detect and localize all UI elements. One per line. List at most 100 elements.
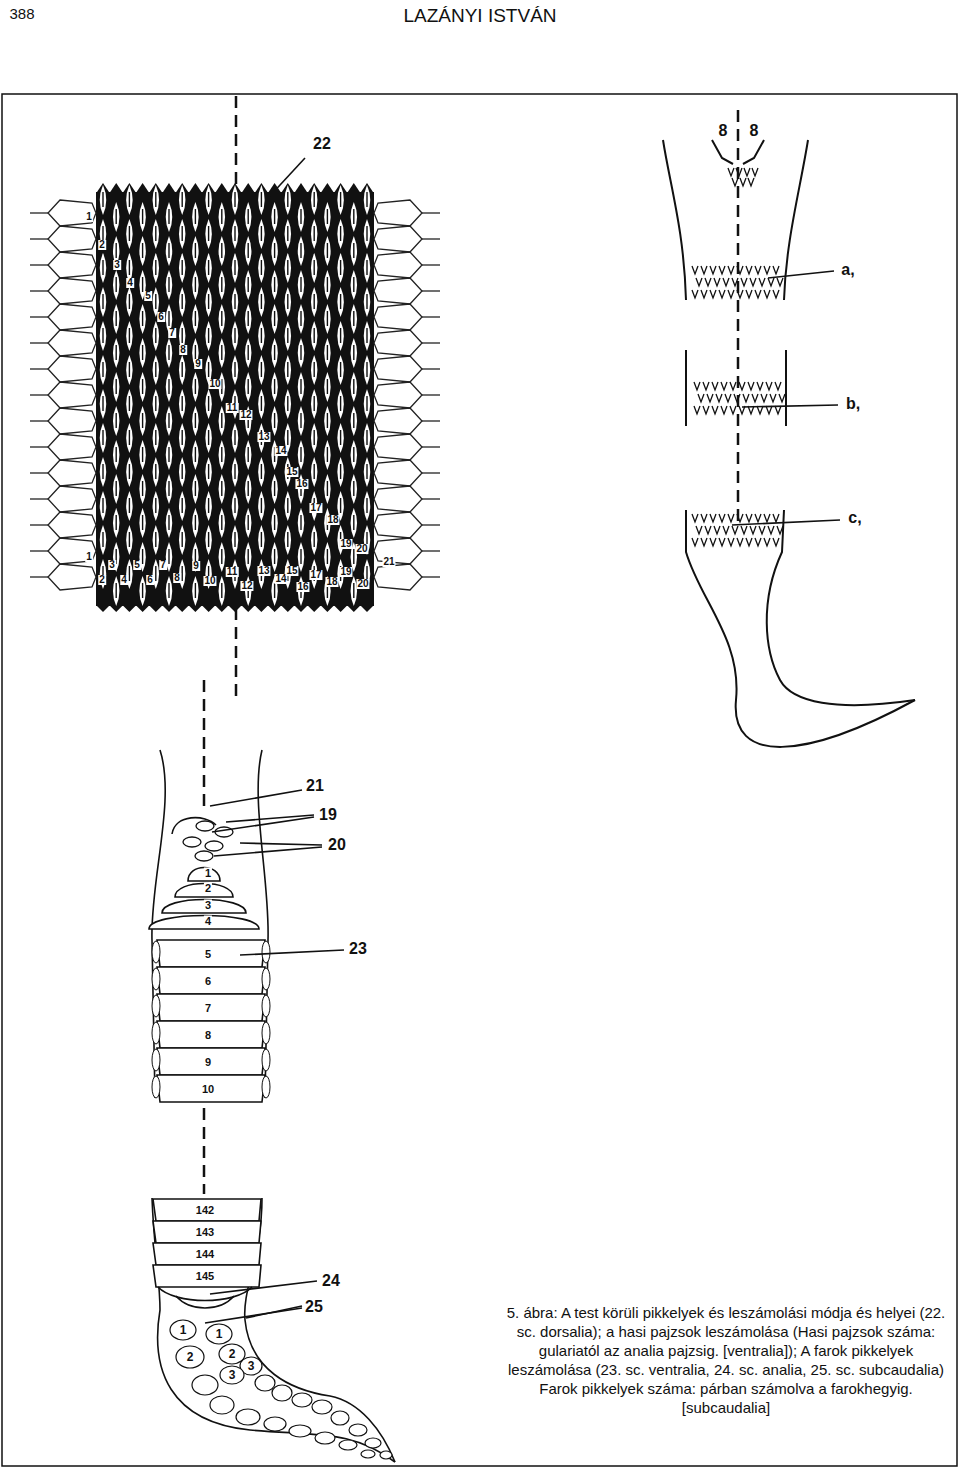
- callout-number: 10: [203, 576, 216, 586]
- dorsal-scale: [192, 270, 199, 300]
- side-scale: [152, 941, 160, 963]
- dorsal-scale: [113, 270, 120, 300]
- scale-keel: [142, 379, 143, 394]
- dorsal-scale: [364, 287, 371, 317]
- gular-plate: [162, 900, 246, 914]
- scale-mark: [728, 168, 734, 176]
- scale-mark: [723, 526, 729, 534]
- dorsal-scale: [245, 236, 252, 266]
- dorsal-scale: [285, 525, 292, 555]
- dorsal-scale: [324, 440, 331, 470]
- head-outline: [743, 140, 764, 164]
- scale-mark: [764, 290, 770, 298]
- dorsal-scale: [324, 542, 331, 572]
- scale-keel: [168, 345, 169, 360]
- scale-tip: [203, 606, 215, 612]
- scale-keel: [366, 464, 367, 479]
- scale-mark: [748, 178, 754, 186]
- scale-keel: [129, 362, 130, 377]
- cell-line: [422, 238, 440, 239]
- scale-tip: [229, 606, 241, 612]
- callout-number: 3: [113, 260, 121, 270]
- side-scale: [262, 995, 270, 1017]
- scale-keel: [327, 209, 328, 224]
- dorsal-scale: [192, 576, 199, 606]
- scale-keel: [353, 311, 354, 326]
- scale-keel: [142, 583, 143, 598]
- dorsal-scale: [324, 202, 331, 232]
- subcaudal-scale: [176, 1346, 204, 1368]
- scale-keel: [300, 209, 301, 224]
- tail-outline: [245, 1198, 395, 1462]
- callout-number: 11: [226, 567, 239, 577]
- scale-ground: [96, 192, 374, 606]
- callout-number: 2: [186, 1351, 195, 1363]
- scale-mark: [703, 382, 709, 390]
- cell-line: [30, 394, 48, 395]
- scale-keel: [261, 260, 262, 275]
- dorsal-scale: [139, 304, 146, 334]
- callout-number: 4: [204, 916, 212, 927]
- dorsal-scale: [100, 355, 107, 385]
- head-outline: [712, 140, 733, 164]
- subcaudal-scale: [192, 1375, 218, 1395]
- subcaudal-scale: [380, 1451, 392, 1459]
- dorsal-scale: [351, 508, 358, 538]
- dorsal-scale: [271, 542, 278, 572]
- scale-keel: [327, 447, 328, 462]
- scale-keel: [195, 481, 196, 496]
- scale-keel: [115, 243, 116, 258]
- callout-number: 3: [247, 1360, 256, 1372]
- cell-line: [30, 212, 48, 213]
- dorsal-scale: [166, 270, 173, 300]
- scale-mark: [761, 394, 767, 402]
- scale-mark: [755, 290, 761, 298]
- callout-number: 2: [204, 883, 212, 894]
- head-outline: [172, 818, 216, 834]
- ventral-cell: [48, 408, 96, 434]
- scale-keel: [314, 396, 315, 411]
- subcaudal-scale: [255, 1375, 275, 1391]
- cell-line: [30, 368, 48, 369]
- dorsal-scale: [245, 270, 252, 300]
- scale-keel: [274, 209, 275, 224]
- scale-tip: [348, 606, 360, 612]
- scale-tip: [216, 183, 228, 192]
- scale-keel: [366, 396, 367, 411]
- scale-keel: [181, 498, 182, 513]
- ventral-cell: [48, 512, 96, 538]
- dorsal-scale: [205, 457, 212, 487]
- dorsal-scale: [311, 287, 318, 317]
- scale-keel: [300, 277, 301, 292]
- subcaudal-scale: [210, 1396, 234, 1414]
- scale-keel: [287, 532, 288, 547]
- ventral-cell: [48, 200, 96, 226]
- scale-keel: [221, 481, 222, 496]
- scale-mark: [728, 266, 734, 274]
- dorsal-scale: [100, 457, 107, 487]
- callout-number: 21: [306, 778, 324, 794]
- dorsal-scale: [258, 457, 265, 487]
- dorsal-scale: [153, 185, 160, 215]
- scale-keel: [168, 481, 169, 496]
- callout-number: 12: [240, 581, 253, 591]
- dorsal-scale: [205, 491, 212, 521]
- dorsal-scale: [179, 491, 186, 521]
- scale-keel: [102, 396, 103, 411]
- scale-keel: [366, 362, 367, 377]
- scale-keel: [208, 294, 209, 309]
- dorsal-scale: [232, 287, 239, 317]
- scale-keel: [155, 328, 156, 343]
- dorsal-scale: [166, 508, 173, 538]
- callout-number: 143: [195, 1227, 215, 1238]
- dorsal-scale: [245, 474, 252, 504]
- scale-keel: [261, 532, 262, 547]
- scale-mark: [705, 526, 711, 534]
- tail-outline: [686, 510, 915, 747]
- dorsal-scale: [285, 491, 292, 521]
- callout-number: 8: [750, 123, 759, 139]
- dorsal-scale: [192, 406, 199, 436]
- dorsal-scale: [364, 219, 371, 249]
- callout-number: 15: [285, 566, 298, 576]
- scale-keel: [340, 362, 341, 377]
